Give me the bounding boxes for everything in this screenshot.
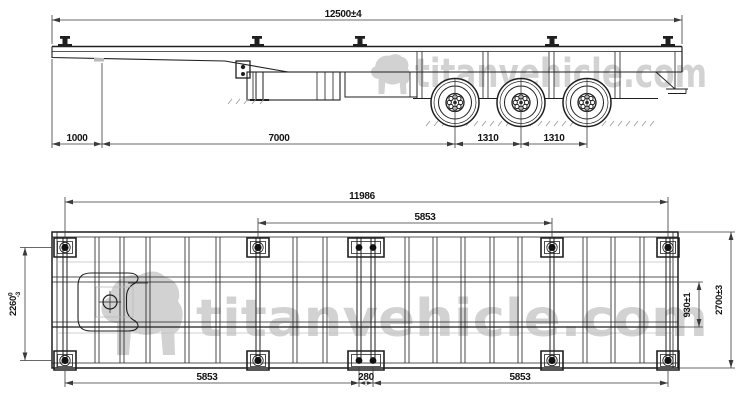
watermark-plan-view: titanvehicle.com [101, 271, 708, 355]
landing-gear-box [246, 71, 341, 101]
dim-text-rear-lock-span: 5853 [509, 372, 531, 383]
cross-members [94, 237, 645, 363]
plan-view [51, 231, 680, 371]
twist-lock-box [53, 350, 680, 371]
dim-text-overall-length: 12500±4 [325, 9, 362, 20]
dim-bottom-chain: 5853 280 5853 [64, 367, 669, 387]
dim-text-rail-offset: 930±1 [682, 292, 693, 318]
dim-text-axle-spacing-1: 1310 [477, 133, 499, 144]
dim-mid-lock-span: 5853 [257, 212, 553, 238]
dim-overall-length: 12500±4 [51, 9, 683, 44]
plan-view-dimensions: 11986 5853 5853 280 5853 22600-3 930±1 [8, 191, 735, 387]
twist-lock-icon [58, 36, 675, 47]
watermark-text: titanvehicle.com [196, 289, 708, 349]
elephant-logo-icon [101, 271, 183, 355]
dim-bottom-chain: 1000 7000 1310 1310 [51, 59, 588, 148]
dim-lock-to-lock-length: 11986 [64, 191, 669, 238]
dim-text-lock-gap: 280 [358, 372, 375, 383]
dim-text-mid-lock-span: 5853 [414, 212, 436, 223]
kingpin-plate [77, 272, 148, 332]
dim-text-front-lock-span: 5853 [196, 372, 218, 383]
dim-text-overall-width: 2700±3 [714, 285, 725, 315]
dim-text-kingpin-to-axle: 7000 [268, 133, 290, 144]
double-twist-lock-box [347, 237, 385, 371]
dim-text-front-overhang: 1000 [66, 133, 88, 144]
dim-text-lock-length: 11986 [349, 191, 375, 202]
dim-text-axle-spacing-2: 1310 [543, 133, 565, 144]
dim-rail-offset: 930±1 [679, 281, 703, 328]
frame-outline [51, 231, 679, 369]
side-view [51, 36, 688, 128]
kingpin-icon [94, 58, 104, 62]
dim-lock-width: 22600-3 [8, 247, 52, 361]
dim-overall-width: 2700±3 [679, 231, 735, 369]
twist-lock-box [53, 237, 680, 258]
side-view-dimensions: 12500±4 1000 7000 1310 1310 [51, 9, 683, 148]
kingpin-mount-box [235, 60, 251, 79]
dim-text-lock-width: 22600-3 [8, 291, 23, 316]
lock-columns [62, 237, 671, 363]
elephant-logo-icon [371, 54, 411, 95]
